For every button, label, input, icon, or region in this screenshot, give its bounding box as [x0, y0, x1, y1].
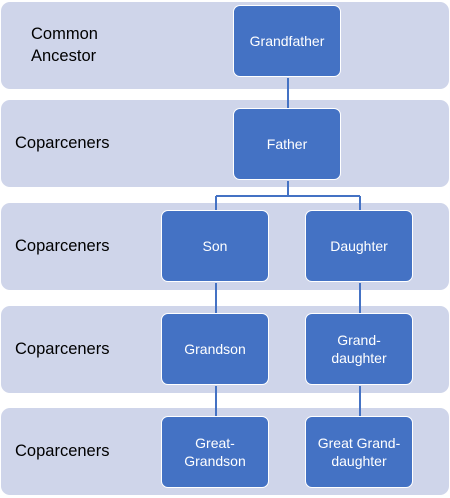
level-label-coparceners-3: Coparceners: [15, 339, 110, 358]
level-band-2: Coparceners: [1, 100, 449, 187]
node-great-granddaughter: Great Grand- daughter: [305, 416, 413, 488]
node-son: Son: [161, 210, 269, 282]
level-label-common-ancestor: Common Ancestor: [31, 25, 98, 65]
level-band-1: Common Ancestor: [1, 2, 449, 89]
node-daughter: Daughter: [305, 210, 413, 282]
level-label-coparceners-2: Coparceners: [15, 236, 110, 255]
node-grandfather: Grandfather: [233, 5, 341, 77]
node-great-grandson: Great- Grandson: [161, 416, 269, 488]
level-label-coparceners-4: Coparceners: [15, 441, 110, 460]
node-father: Father: [233, 108, 341, 180]
node-granddaughter: Grand- daughter: [305, 313, 413, 385]
level-label-coparceners-1: Coparceners: [15, 133, 110, 152]
node-grandson: Grandson: [161, 313, 269, 385]
